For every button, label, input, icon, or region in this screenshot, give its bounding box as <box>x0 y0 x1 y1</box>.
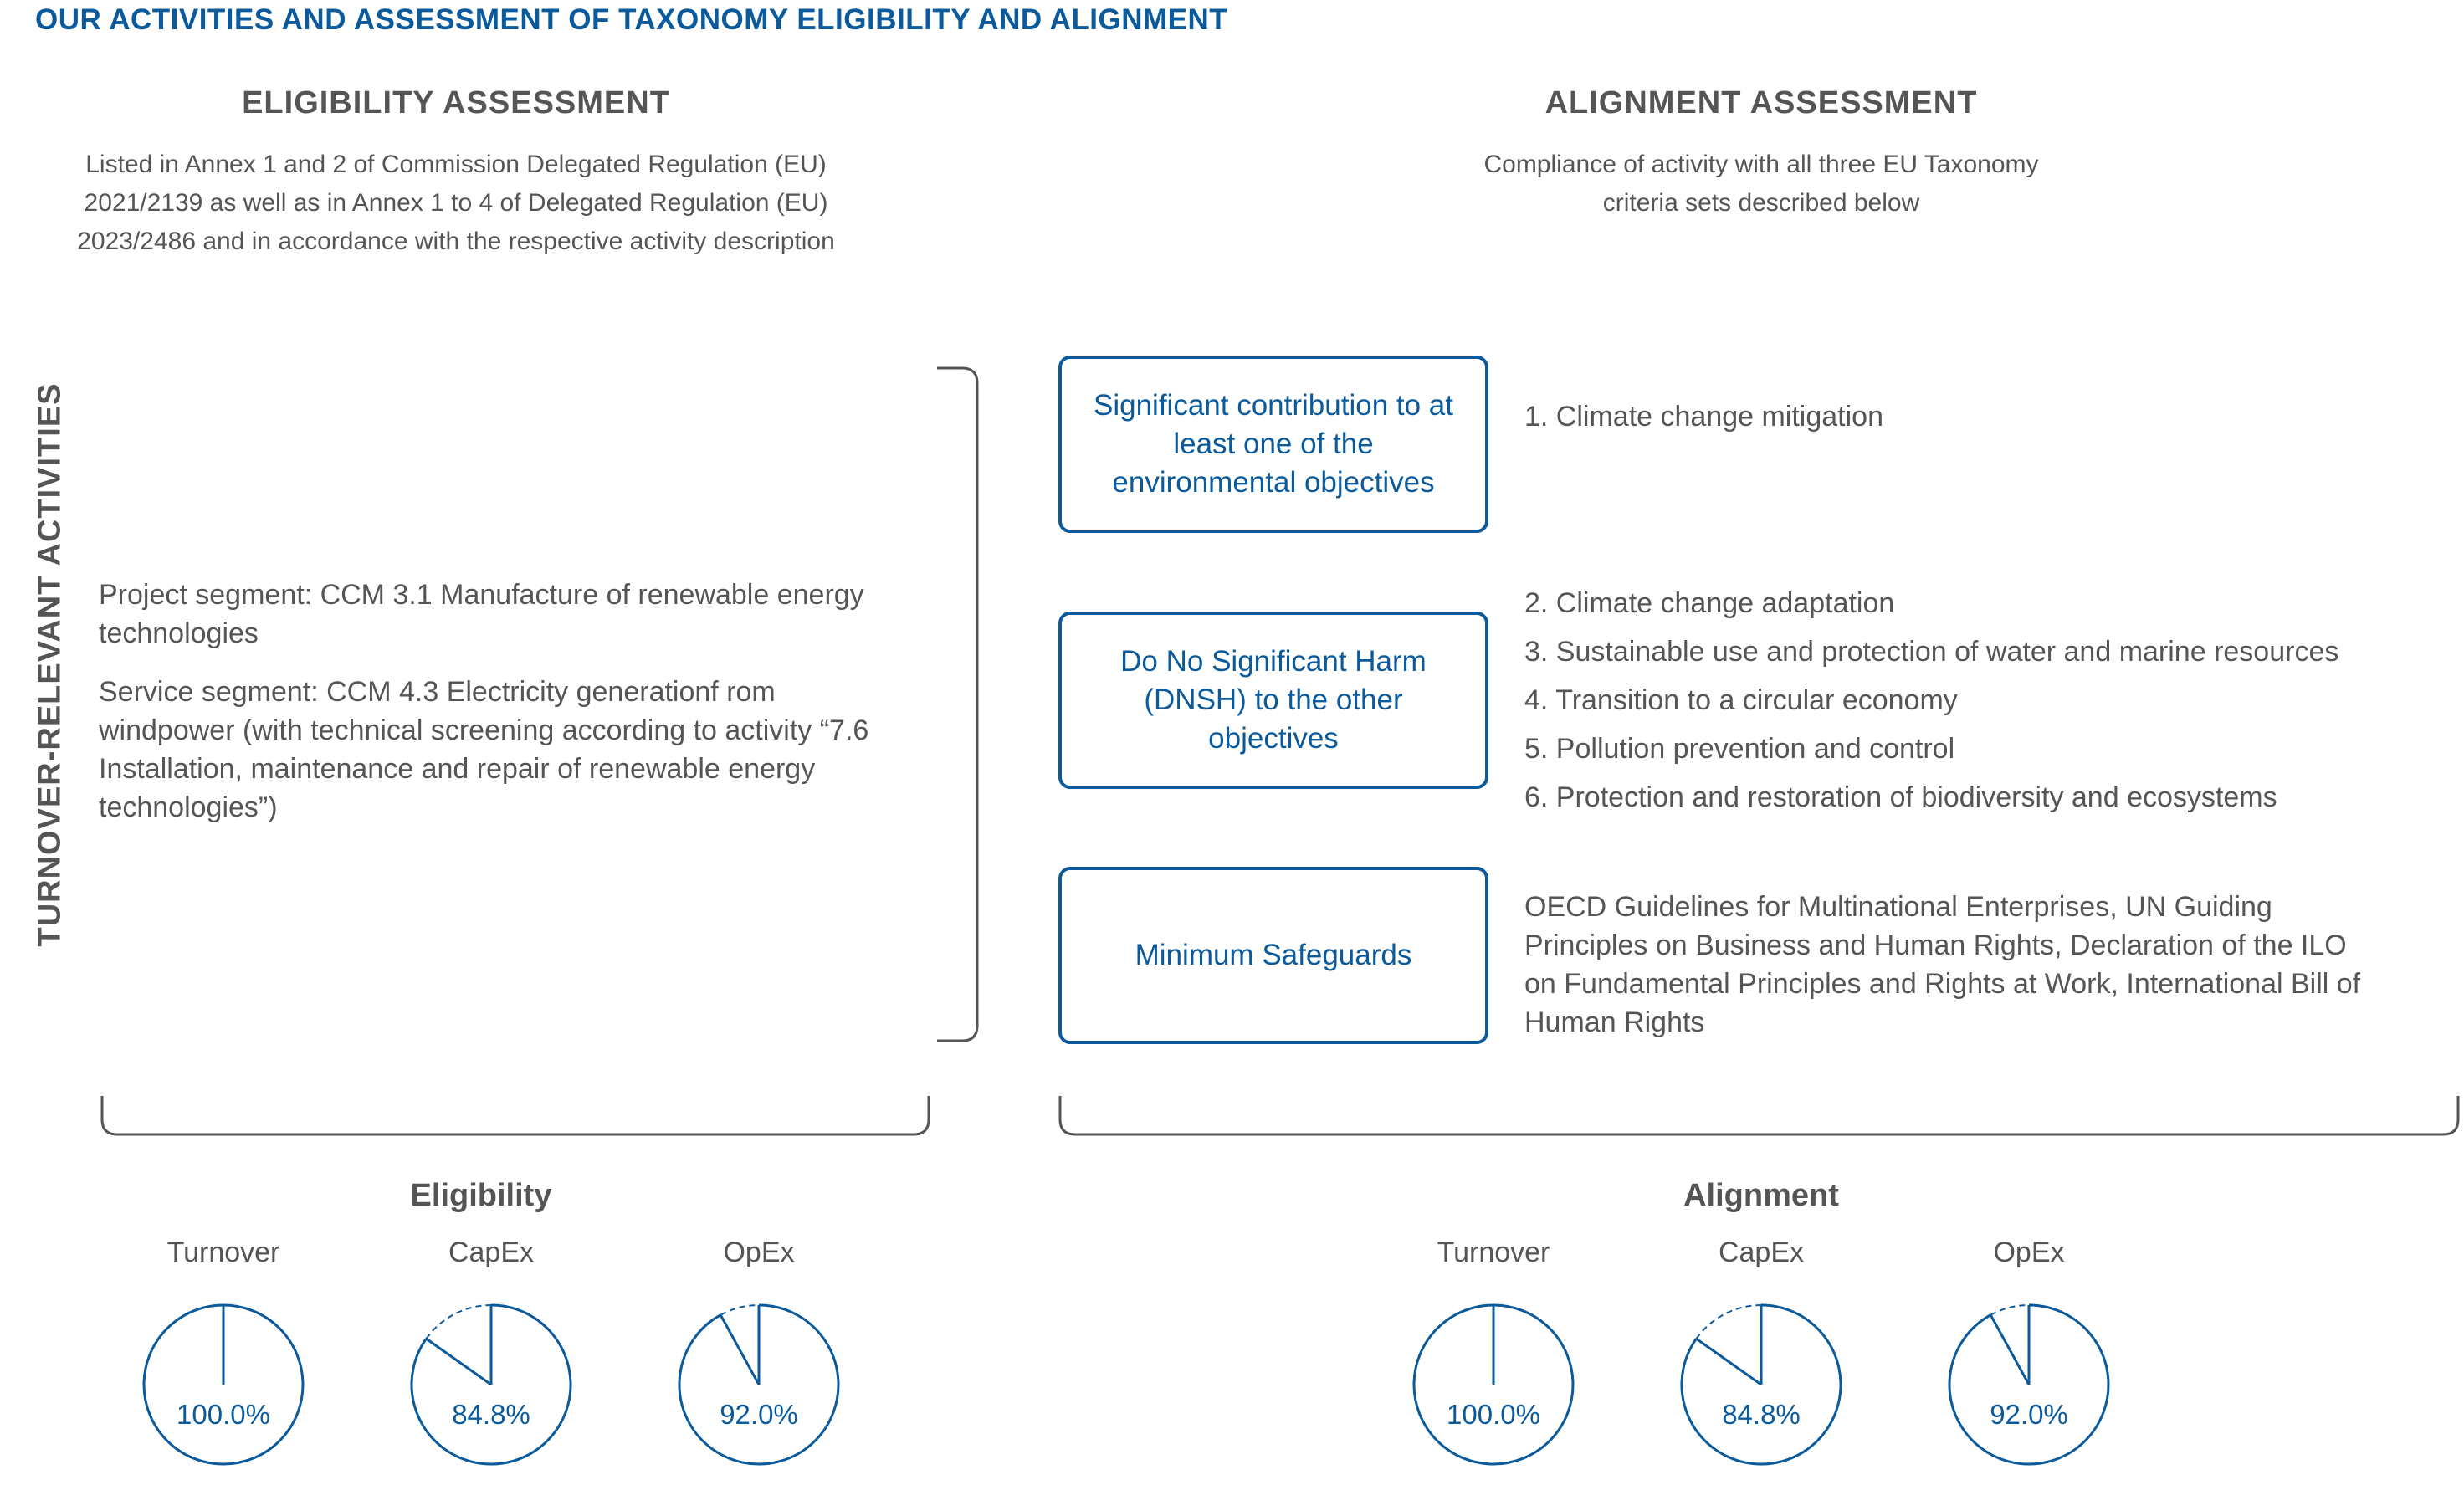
alignment-desc-line: criteria sets described below <box>1602 189 1920 217</box>
eligibility-bottom-bracket <box>100 1096 930 1136</box>
eligibility-turnover-label: Turnover <box>166 1237 280 1268</box>
segments-right-bracket <box>937 366 979 1042</box>
significant-contribution-label: Significant contribution to at least one… <box>1094 389 1453 499</box>
pie-share-arc <box>1948 1303 2110 1466</box>
pie-radius-line <box>1989 1314 2031 1385</box>
pie-remainder-arc <box>1990 1304 2030 1316</box>
dnsh-objective-item: 5. Pollution prevention and control <box>1524 733 1955 765</box>
dnsh-label: Do No Significant Harm (DNSH) to the oth… <box>1120 645 1427 755</box>
dnsh-box: Do No Significant Harm (DNSH) to the oth… <box>1058 612 1488 789</box>
alignment-opex-label: OpEx <box>1993 1237 2065 1268</box>
dnsh-objective-item: 2. Climate change adaptation <box>1524 587 1895 619</box>
eligibility-opex-pie <box>678 1303 840 1466</box>
dnsh-objective-item: 3. Sustainable use and protection of wat… <box>1524 636 2339 668</box>
alignment-capex-value: 84.8% <box>1722 1399 1801 1430</box>
pie-share-arc <box>1680 1303 1842 1466</box>
eligibility-desc-line: Listed in Annex 1 and 2 of Commission De… <box>85 151 827 178</box>
alignment-desc-line: Compliance of activity with all three EU… <box>1483 151 2039 178</box>
pie-remainder-arc <box>720 1304 760 1316</box>
eligibility-assessment-description: Listed in Annex 1 and 2 of Commission De… <box>17 146 895 261</box>
alignment-kpi-title: Alignment <box>1683 1178 1839 1213</box>
eligibility-desc-line: 2021/2139 as well as in Annex 1 to 4 of … <box>84 189 828 217</box>
minimum-safeguards-description: OECD Guidelines for Multinational Enterp… <box>1524 891 2361 1038</box>
minimum-safeguards-box: Minimum Safeguards <box>1058 867 1488 1044</box>
alignment-capex-pie <box>1680 1303 1842 1466</box>
pie-remainder-arc <box>425 1304 492 1339</box>
pie-share-arc <box>678 1303 840 1466</box>
alignment-turnover-value: 100.0% <box>1447 1399 1540 1430</box>
alignment-assessment-title: ALIGNMENT ASSESSMENT <box>1544 85 1978 120</box>
pie-radius-line <box>425 1337 492 1386</box>
dnsh-objective-item: 4. Transition to a circular economy <box>1524 684 1958 716</box>
eligibility-opex-value: 92.0% <box>720 1399 798 1430</box>
alignment-opex-pie <box>1948 1303 2110 1466</box>
pie-share-arc <box>410 1303 572 1466</box>
eligibility-kpi-title: Eligibility <box>410 1178 552 1213</box>
eligibility-turnover-value: 100.0% <box>177 1399 270 1430</box>
minimum-safeguards-label: Minimum Safeguards <box>1135 939 1412 971</box>
alignment-capex-label: CapEx <box>1718 1237 1805 1268</box>
climate-mitigation-item: 1. Climate change mitigation <box>1524 401 1884 433</box>
eligibility-capex-label: CapEx <box>448 1237 535 1268</box>
eligibility-turnover-pie <box>142 1303 305 1466</box>
dnsh-objective-item: 6. Protection and restoration of biodive… <box>1524 781 2277 813</box>
eligibility-opex-label: OpEx <box>723 1237 795 1268</box>
eligibility-capex-pie <box>410 1303 572 1466</box>
significant-contribution-box: Significant contribution to at least one… <box>1058 356 1488 533</box>
page-title: OUR ACTIVITIES AND ASSESSMENT OF TAXONOM… <box>35 3 1228 36</box>
alignment-turnover-label: Turnover <box>1437 1237 1550 1268</box>
alignment-bottom-bracket <box>1058 1096 2460 1136</box>
alignment-assessment-description: Compliance of activity with all three EU… <box>1385 146 2138 223</box>
pie-remainder-arc <box>1695 1304 1762 1339</box>
service-segment-text: Service segment: CCM 4.3 Electricity gen… <box>99 676 869 823</box>
alignment-opex-value: 92.0% <box>1990 1399 2068 1430</box>
dnsh-objectives-list: 2. Climate change adaptation 3. Sustaina… <box>1524 579 2338 822</box>
pie-radius-line <box>1695 1337 1762 1386</box>
alignment-turnover-pie <box>1412 1303 1575 1466</box>
eligibility-capex-value: 84.8% <box>452 1399 530 1430</box>
eligibility-assessment-title: ELIGIBILITY ASSESSMENT <box>242 85 670 120</box>
pie-radius-line <box>719 1314 761 1385</box>
eligibility-desc-line: 2023/2486 and in accordance with the res… <box>77 228 835 255</box>
project-segment-text: Project segment: CCM 3.1 Manufacture of … <box>99 579 864 649</box>
